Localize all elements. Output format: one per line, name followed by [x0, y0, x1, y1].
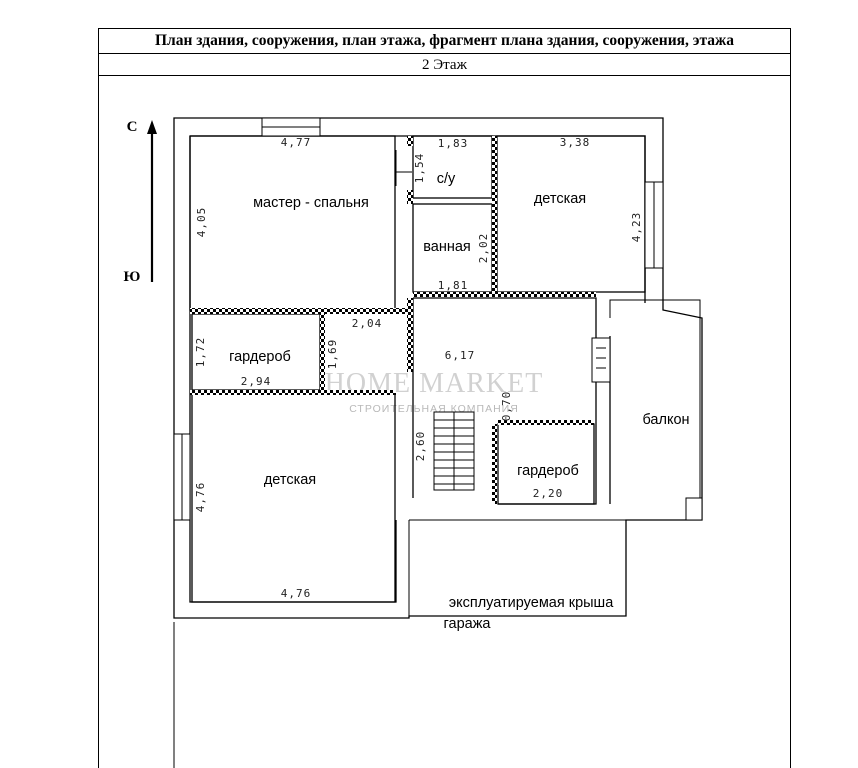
dim-stair-height: 2,60: [414, 431, 427, 462]
room-master-bedroom: мастер - спальня: [253, 195, 369, 211]
room-wardrobe-1: гардероб: [229, 349, 291, 365]
dim-wardrobe2-width: 2,20: [533, 487, 564, 500]
partition-hatching: [190, 136, 596, 504]
room-roof-line2: гаража: [444, 616, 492, 632]
dim-kids2-height: 4,76: [194, 482, 207, 513]
dim-bath-height: 2,02: [477, 233, 490, 264]
dim-wardrobe1-width: 2,94: [241, 375, 272, 388]
room-roof-line1: эксплуатируемая крыша: [449, 595, 614, 611]
plan-title: План здания, сооружения, план этажа, фра…: [98, 28, 791, 54]
arrow-up-icon: [147, 120, 157, 134]
drawing-frame: [98, 28, 791, 768]
dim-bath-width: 1,81: [438, 279, 469, 292]
staircase: [433, 411, 475, 491]
floor-label: 2 Этаж: [98, 54, 791, 76]
dim-hall-width: 6,17: [445, 349, 476, 362]
dim-wc-width: 1,83: [438, 137, 469, 150]
room-wc: с/у: [437, 171, 456, 187]
room-balcony: балкон: [642, 412, 689, 428]
dim-kids1-width: 3,38: [560, 136, 591, 149]
dim-stair-width: 0,70: [500, 391, 513, 422]
compass-north: С: [127, 119, 138, 135]
dim-wardrobe1-height: 1,72: [194, 337, 207, 368]
dim-wardrobe1-depth: 1,69: [326, 339, 339, 370]
roof-outline: [173, 299, 701, 768]
doors: [395, 150, 611, 383]
compass-south: Ю: [124, 269, 141, 285]
dim-kids2-width: 4,76: [281, 587, 312, 600]
dim-master-height: 4,05: [195, 207, 208, 238]
dim-master-width: 4,77: [281, 136, 312, 149]
compass: С Ю: [124, 119, 157, 285]
watermark-tagline: СТРОИТЕЛЬНАЯ КОМПАНИЯ: [349, 403, 519, 415]
room-bathroom: ванная: [423, 239, 471, 255]
dim-wc-height: 1,54: [413, 153, 426, 184]
room-kids-1: детская: [534, 191, 586, 207]
room-wardrobe-2: гардероб: [517, 463, 579, 479]
room-kids-2: детская: [264, 472, 316, 488]
windows: [173, 117, 703, 521]
dim-corridor: 2,04: [352, 317, 383, 330]
dim-kids1-height: 4,23: [630, 212, 643, 243]
